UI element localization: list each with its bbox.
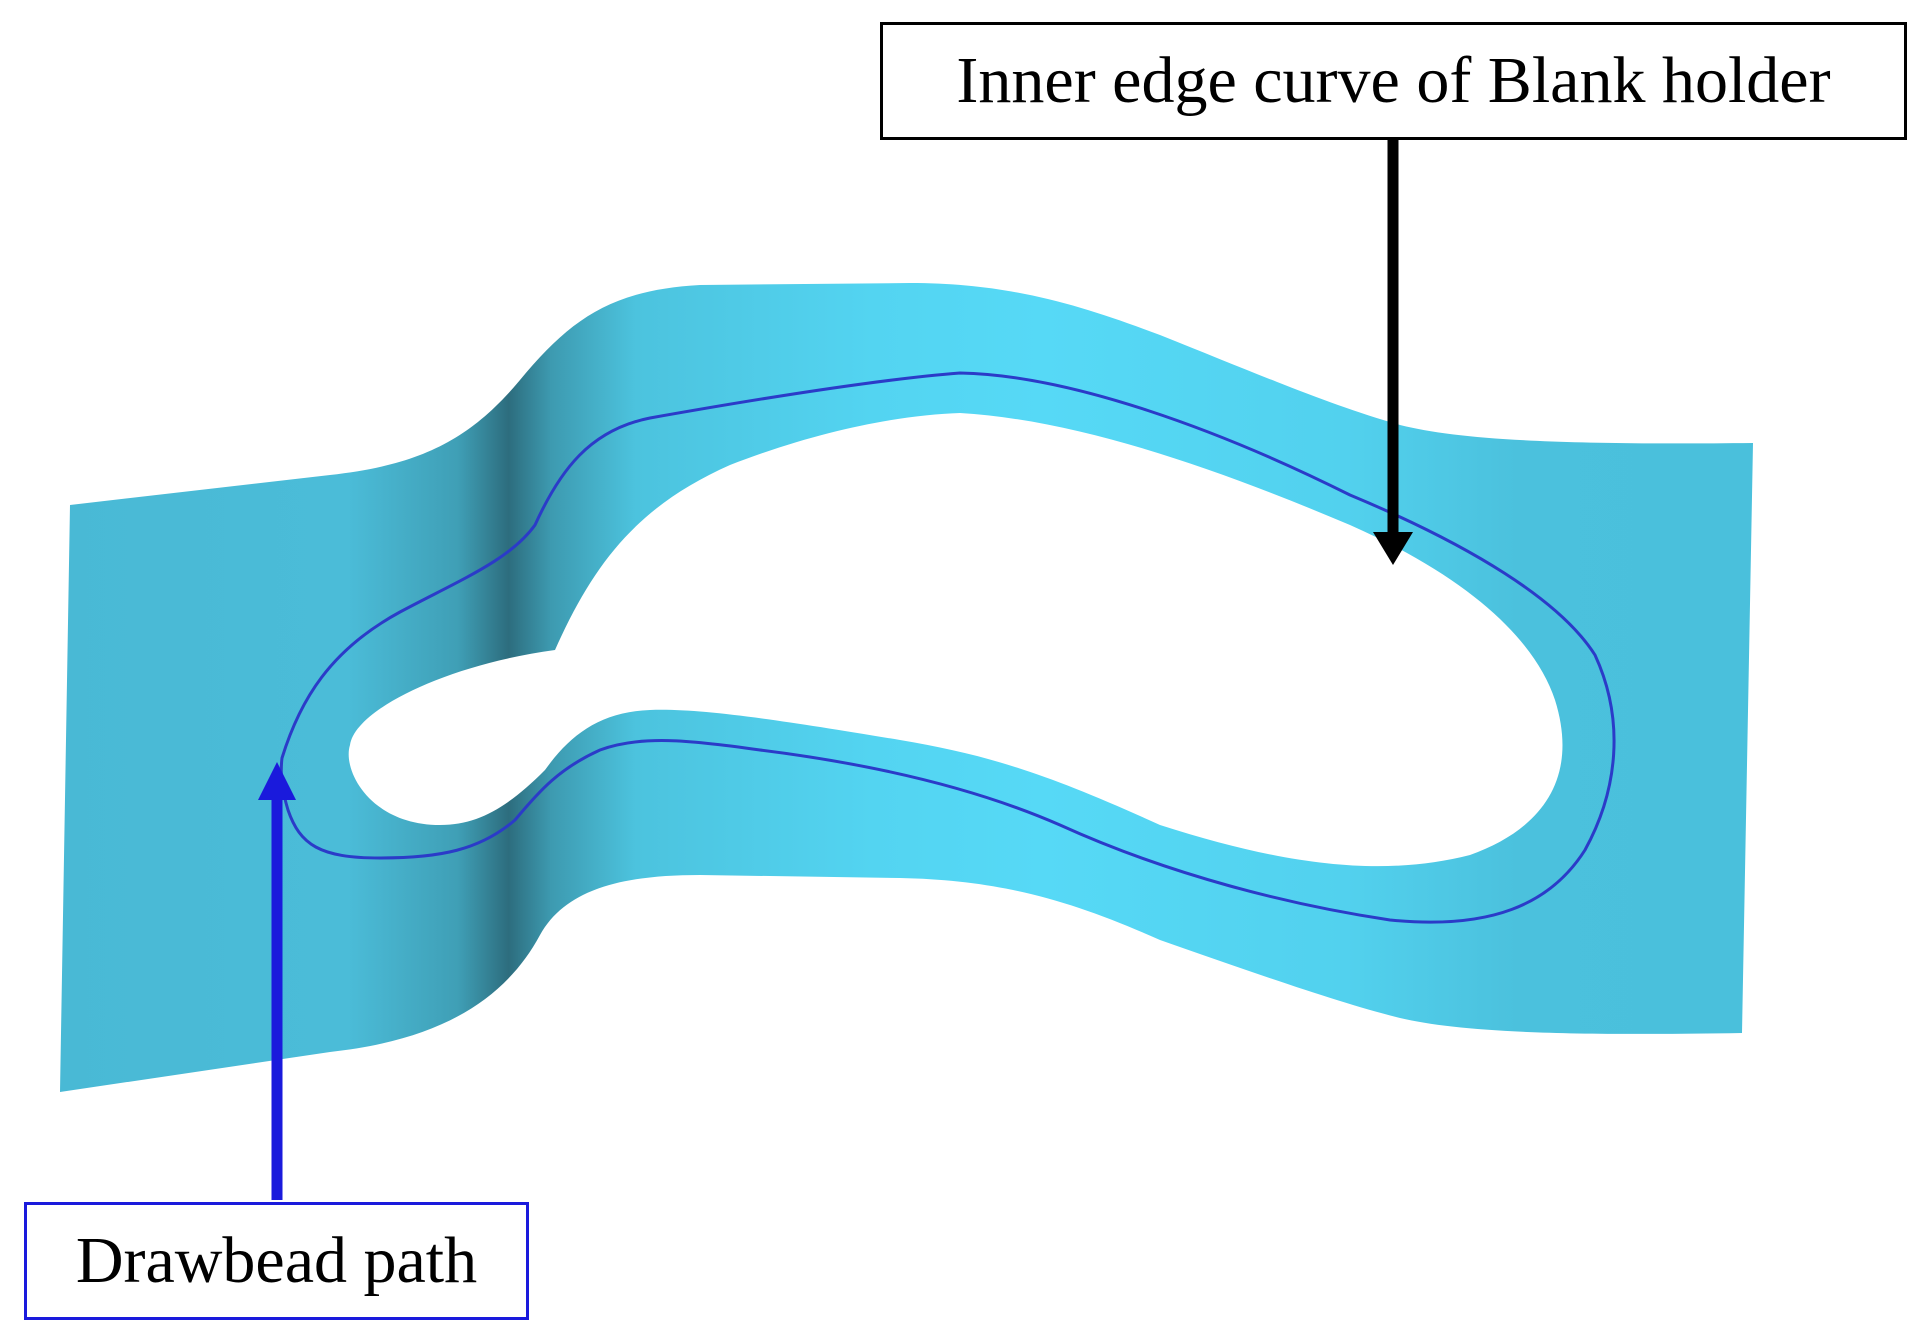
drawbead-arrowhead [258,762,296,800]
inner-edge-label: Inner edge curve of Blank holder [880,22,1907,140]
drawbead-label: Drawbead path [24,1202,529,1320]
inner-edge-arrowhead [1373,532,1413,565]
drawbead-path-curve [279,371,1616,924]
